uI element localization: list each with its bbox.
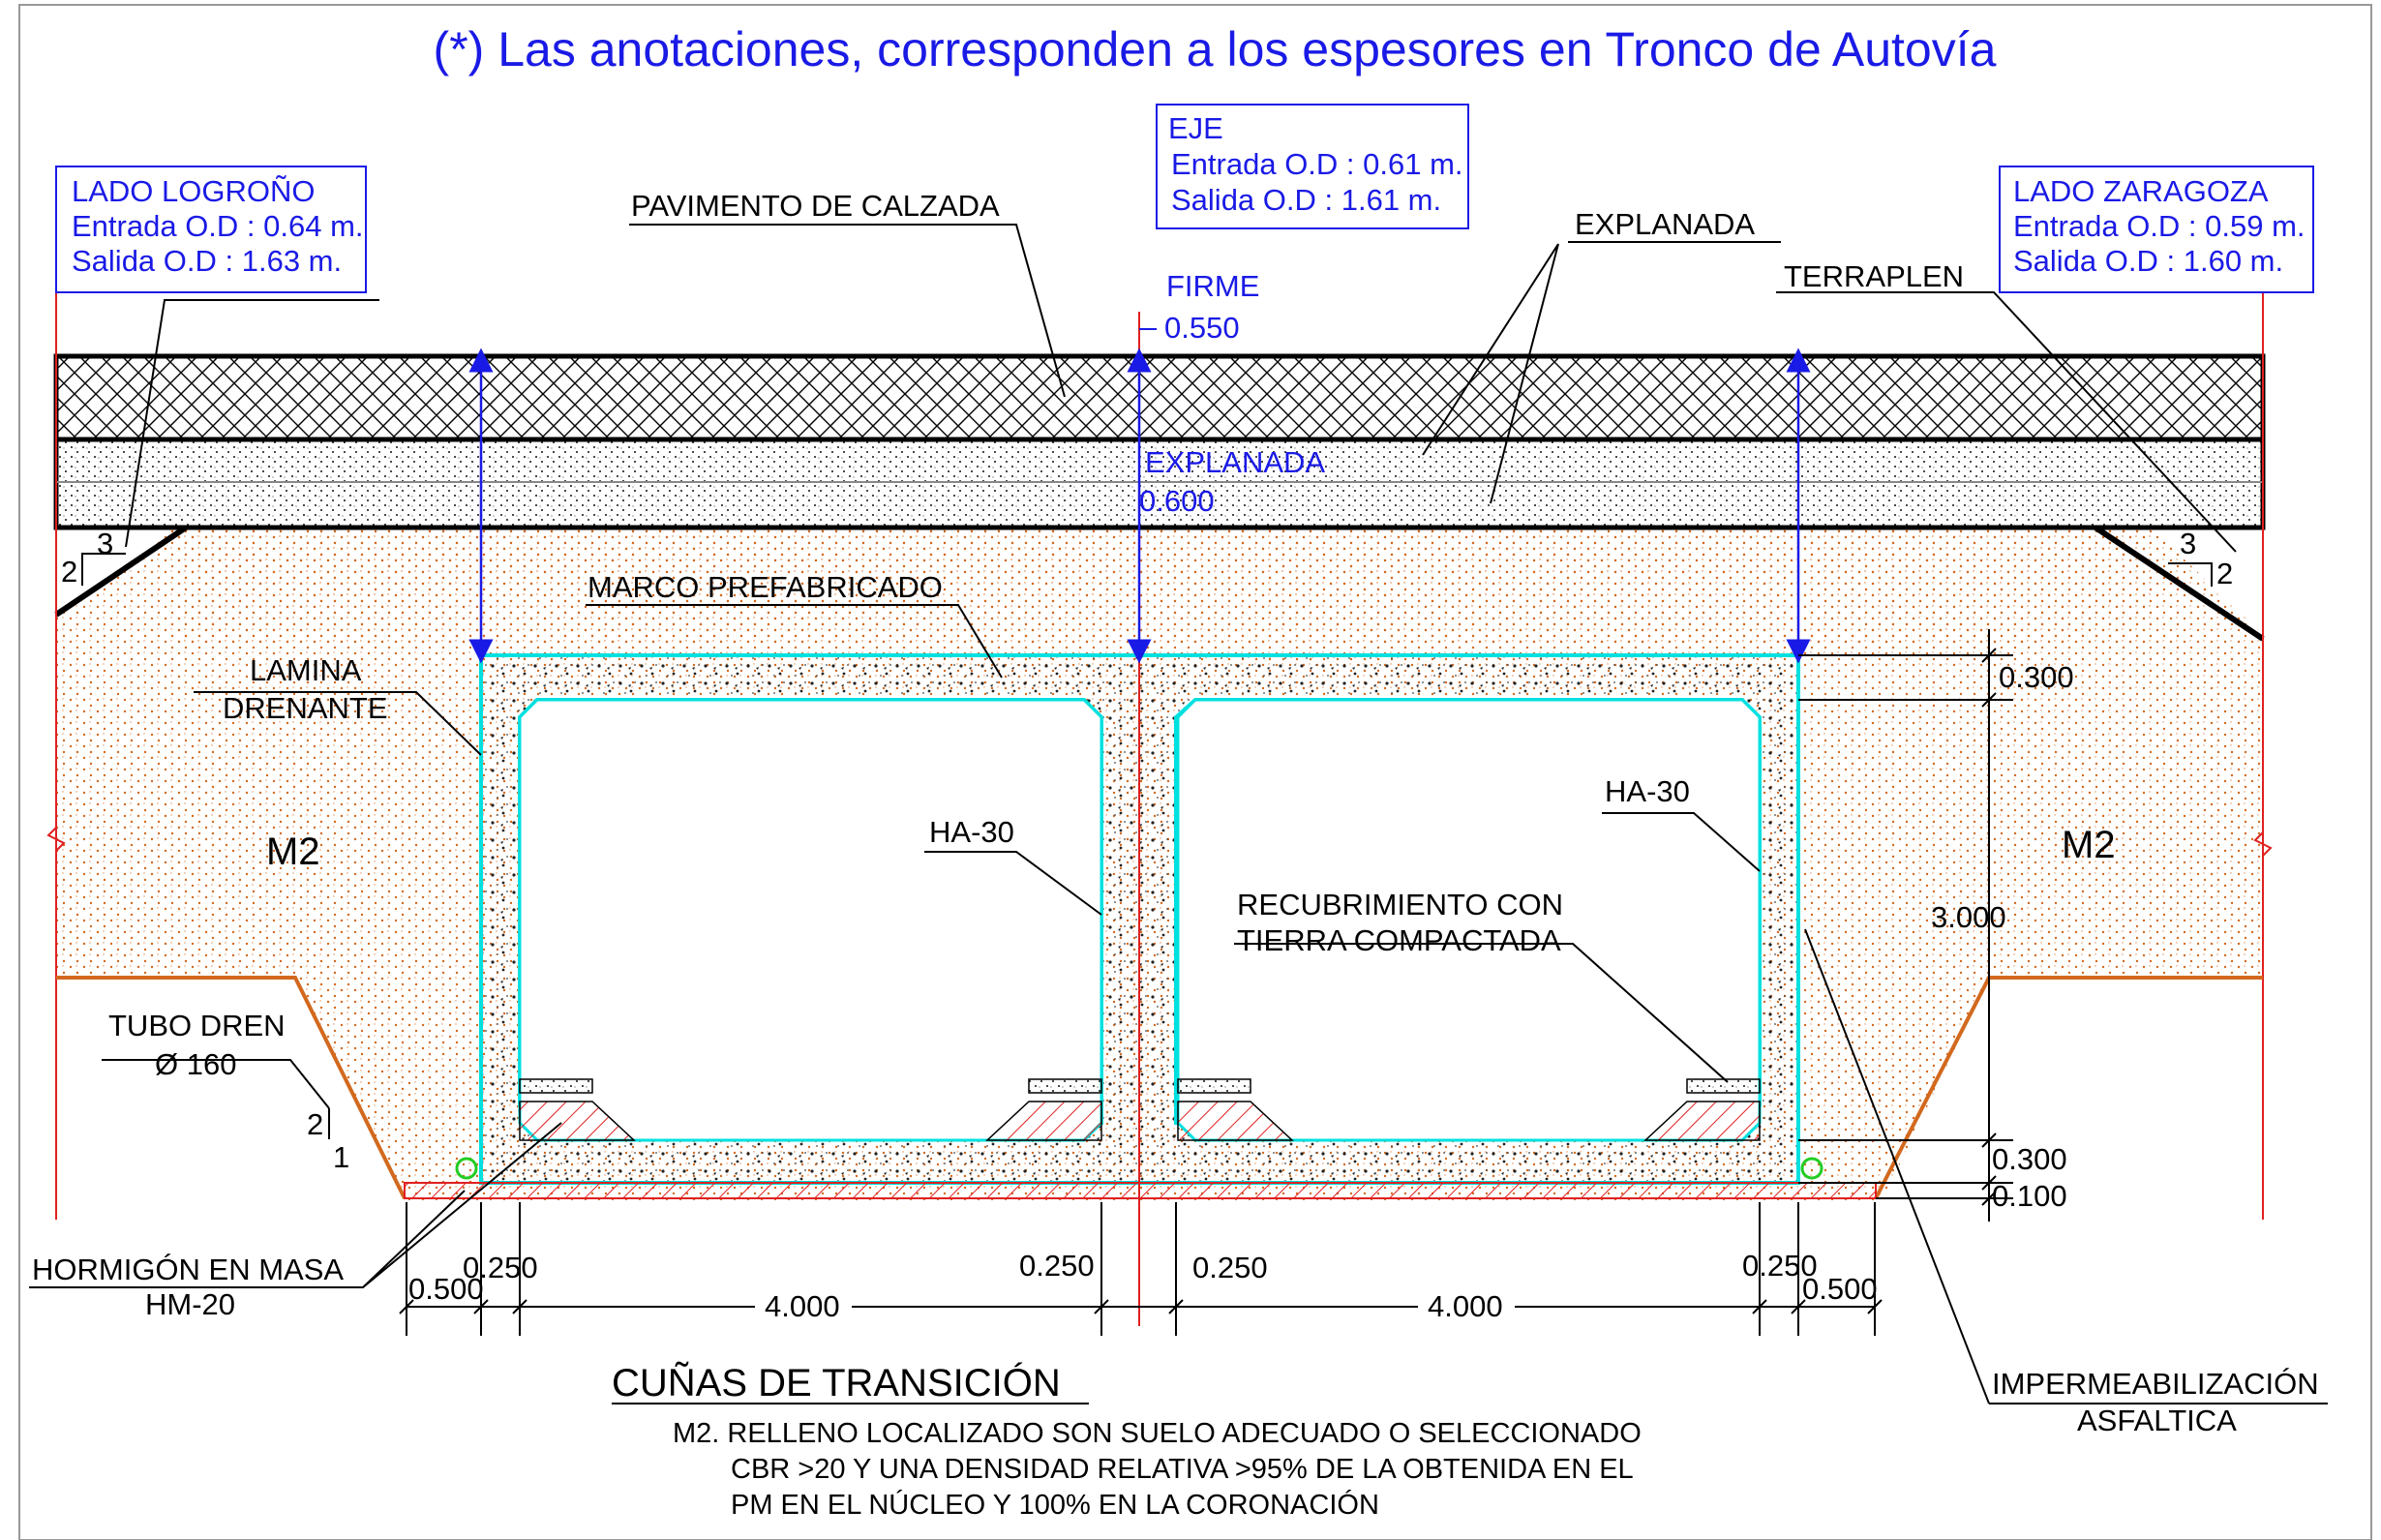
slope-right-h: 3	[2180, 527, 2196, 560]
haunch-left-b	[985, 1101, 1102, 1141]
dim-left-wall: 0.250	[463, 1251, 538, 1284]
dim-right-wall: 0.250	[1742, 1249, 1818, 1283]
label-explanada: EXPLANADA	[1575, 207, 1755, 241]
dim-left-span: 4.000	[765, 1289, 840, 1323]
left-slope-line	[54, 525, 188, 618]
eje-box	[1156, 104, 1469, 229]
label-tubo-1: TUBO DREN	[108, 1009, 286, 1042]
logrono-title: LADO LOGROÑO	[72, 174, 316, 208]
label-terraplen: TERRAPLEN	[1784, 259, 1964, 293]
label-firme: FIRME	[1166, 269, 1259, 303]
m2-fill-center	[174, 528, 2151, 644]
dim-right-span: 4.000	[1428, 1289, 1503, 1323]
label-ha30-left: HA-30	[929, 815, 1014, 849]
label-recubrimiento-2: TIERRA COMPACTADA	[1237, 923, 1561, 957]
drawing-border	[18, 4, 2372, 1540]
slope-left-v: 2	[61, 555, 77, 589]
label-explanada-mid: EXPLANADA	[1145, 445, 1325, 479]
notes-line-2: CBR >20 Y UNA DENSIDAD RELATIVA >95% DE …	[731, 1454, 1634, 1485]
logrono-box	[55, 166, 367, 293]
notes-line-3: PM EN EL NÚCLEO Y 100% EN LA CORONACIÓN	[731, 1489, 1379, 1521]
dim-mid-wall-right: 0.250	[1192, 1251, 1268, 1284]
label-pavimento: PAVIMENTO DE CALZADA	[631, 189, 1000, 223]
slope-left-h: 3	[97, 527, 113, 560]
dim-mid-wall-left: 0.250	[1019, 1249, 1095, 1283]
label-marco: MARCO PREFABRICADO	[588, 570, 943, 604]
zaragoza-box	[1999, 166, 2314, 293]
right-slope-line	[2094, 525, 2265, 642]
slope-right-v: 2	[2216, 557, 2233, 590]
label-ha30-right: HA-30	[1605, 774, 1690, 808]
dim-base: 0.100	[1992, 1179, 2067, 1213]
eje-entrada: Entrada O.D : 0.61 m.	[1171, 147, 1463, 181]
logrono-entrada: Entrada O.D : 0.64 m.	[72, 209, 364, 243]
haunch-right-a	[1177, 1101, 1294, 1141]
label-recubrimiento-1: RECUBRIMIENTO CON	[1237, 888, 1563, 921]
drain-pipe-right	[1800, 1157, 1823, 1180]
dim-height: 3.000	[1931, 900, 2006, 934]
haunch-left-a	[519, 1101, 636, 1141]
header-note: (*) Las anotaciones, corresponden a los …	[434, 22, 1997, 76]
label-m2-right: M2	[2062, 824, 2116, 866]
slope-low-h: 1	[333, 1140, 349, 1174]
haunch-right-b	[1643, 1101, 1761, 1141]
notes-title: CUÑAS DE TRANSICIÓN	[612, 1361, 1061, 1404]
dim-bottom-slab: 0.300	[1992, 1142, 2067, 1176]
zaragoza-salida: Salida O.D : 1.60 m.	[2013, 244, 2283, 278]
zaragoza-entrada: Entrada O.D : 0.59 m.	[2013, 209, 2306, 243]
logrono-salida: Salida O.D : 1.63 m.	[72, 244, 342, 278]
label-lamina-2: DRENANTE	[223, 691, 388, 725]
label-hormigon-2: HM-20	[145, 1287, 235, 1321]
dim-right-margin: 0.500	[1802, 1272, 1878, 1306]
notes-line-1: M2. RELLENO LOCALIZADO SON SUELO ADECUAD…	[673, 1418, 1642, 1449]
zaragoza-title: LADO ZARAGOZA	[2013, 174, 2269, 208]
slope-low-v: 2	[307, 1107, 323, 1141]
label-firme-value: 0.550	[1164, 311, 1240, 345]
dim-top-slab: 0.300	[1999, 660, 2074, 694]
label-imper-2: ASFALTICA	[2077, 1404, 2237, 1437]
label-imper-1: IMPERMEABILIZACIÓN	[1992, 1367, 2319, 1401]
label-lamina-1: LAMINA	[250, 653, 362, 687]
label-hormigon-1: HORMIGÓN EN MASA	[32, 1253, 344, 1286]
eje-salida: Salida O.D : 1.61 m.	[1171, 183, 1441, 217]
pavement-layer	[53, 353, 2266, 442]
dim-left-margin: 0.500	[408, 1272, 484, 1306]
label-m2-left: M2	[266, 830, 320, 873]
eje-title: EJE	[1168, 111, 1223, 145]
label-tubo-2: Ø 160	[155, 1047, 236, 1081]
label-explanada-value: 0.600	[1139, 484, 1215, 518]
drain-pipe-left	[455, 1157, 478, 1180]
